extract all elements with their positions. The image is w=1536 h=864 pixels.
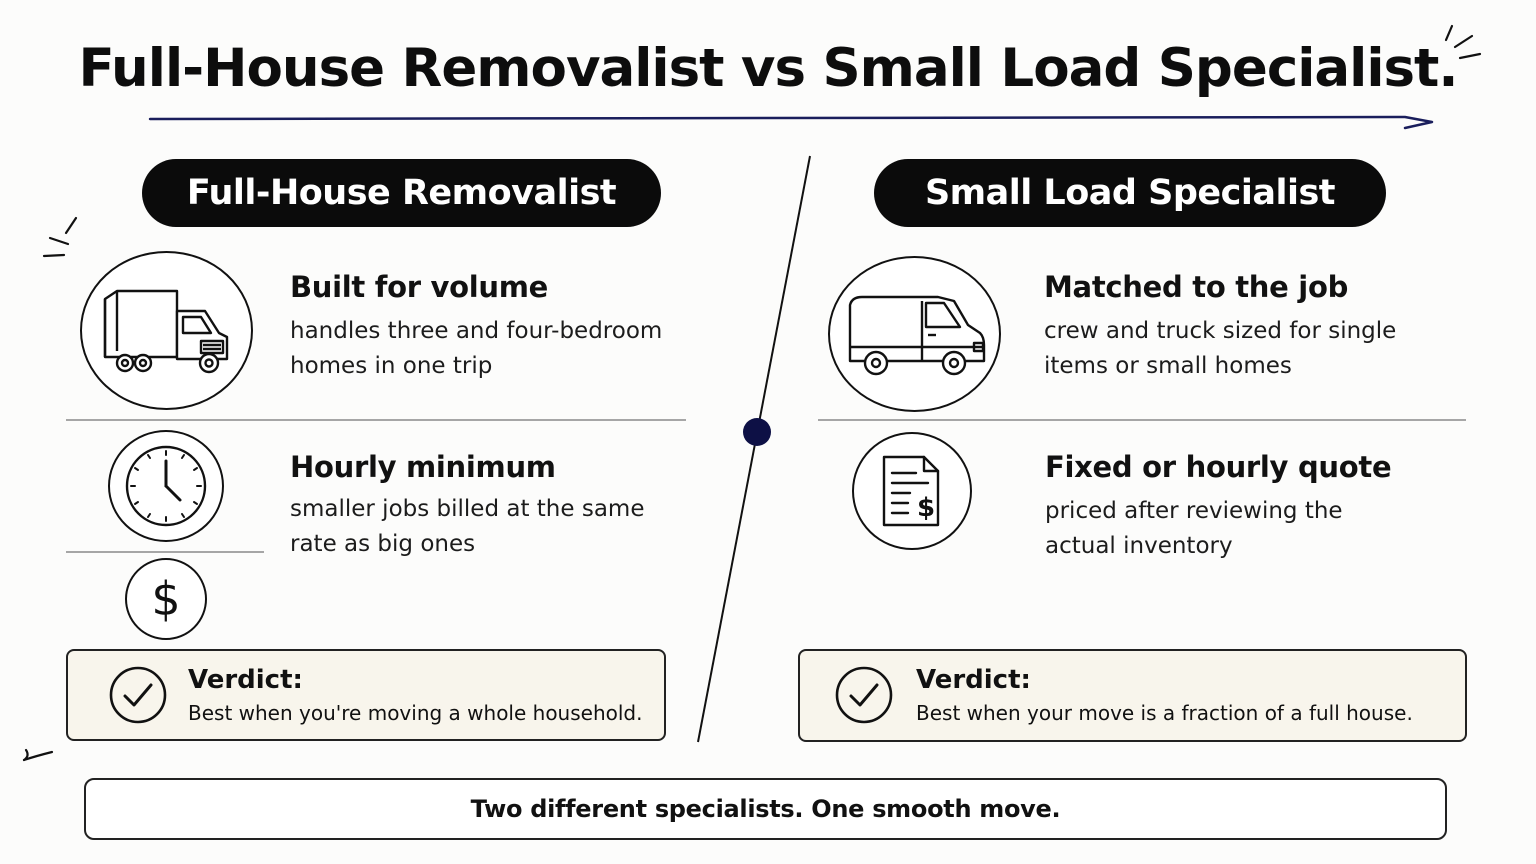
center-divider — [697, 155, 811, 743]
title-underline — [148, 115, 1434, 130]
invoice-icon: $ — [882, 455, 940, 527]
clock-icon-circle — [108, 430, 224, 542]
feature-desc-hourly-minimum: smaller jobs billed at the same rate as … — [290, 492, 644, 562]
verdict-title: Verdict: — [916, 665, 1031, 695]
dollar-icon: $ — [125, 558, 207, 640]
invoice-dollar-glyph: $ — [917, 493, 935, 523]
dollar-symbol: $ — [151, 572, 181, 626]
sparkle-icon — [42, 216, 78, 258]
right-verdict-box: Verdict: Best when your move is a fracti… — [798, 649, 1467, 742]
left-heading: Full-House Removalist — [186, 173, 617, 213]
right-heading-pill: Small Load Specialist — [874, 159, 1386, 227]
desc-line: handles three and four-bedroom — [290, 318, 663, 344]
feature-title-built-for-volume: Built for volume — [290, 270, 549, 304]
footer-text: Two different specialists. One smooth mo… — [470, 795, 1061, 823]
right-heading: Small Load Specialist — [924, 173, 1336, 213]
desc-line: priced after reviewing the — [1045, 498, 1343, 524]
sparkle-icon — [1444, 24, 1482, 60]
squiggle-mark — [22, 748, 29, 762]
invoice-icon-circle: $ — [852, 432, 972, 550]
left-verdict-box: Verdict: Best when you're moving a whole… — [66, 649, 666, 741]
truck-icon-circle — [80, 251, 253, 410]
van-icon-circle — [828, 256, 1001, 412]
feature-title-fixed-or-hourly-quote: Fixed or hourly quote — [1045, 450, 1392, 484]
truck-icon — [103, 289, 228, 373]
desc-line: homes in one trip — [290, 353, 493, 379]
verdict-text: Best when you're moving a whole househol… — [188, 701, 643, 725]
page-title: Full-House Removalist vs Small Load Spec… — [78, 38, 1458, 99]
verdict-title: Verdict: — [188, 665, 303, 695]
check-circle-icon — [109, 666, 167, 724]
feature-desc-matched-to-the-job: crew and truck sized for single items or… — [1044, 314, 1396, 384]
check-circle-icon — [835, 666, 893, 724]
clock-icon — [125, 445, 207, 527]
desc-line: smaller jobs billed at the same — [290, 496, 645, 522]
van-icon — [848, 295, 985, 376]
desc-line: crew and truck sized for single — [1044, 318, 1397, 344]
feature-title-hourly-minimum: Hourly minimum — [290, 450, 556, 484]
desc-line: rate as big ones — [290, 531, 476, 557]
left-heading-pill: Full-House Removalist — [142, 159, 661, 227]
feature-title-matched-to-the-job: Matched to the job — [1044, 270, 1349, 304]
footer-banner: Two different specialists. One smooth mo… — [84, 778, 1447, 840]
desc-line: items or small homes — [1044, 353, 1292, 379]
verdict-text: Best when your move is a fraction of a f… — [916, 701, 1413, 725]
feature-desc-built-for-volume: handles three and four-bedroom homes in … — [290, 314, 662, 384]
center-dot — [743, 418, 771, 446]
feature-desc-fixed-or-hourly-quote: priced after reviewing the actual invent… — [1045, 494, 1343, 564]
desc-line: actual inventory — [1045, 533, 1233, 559]
